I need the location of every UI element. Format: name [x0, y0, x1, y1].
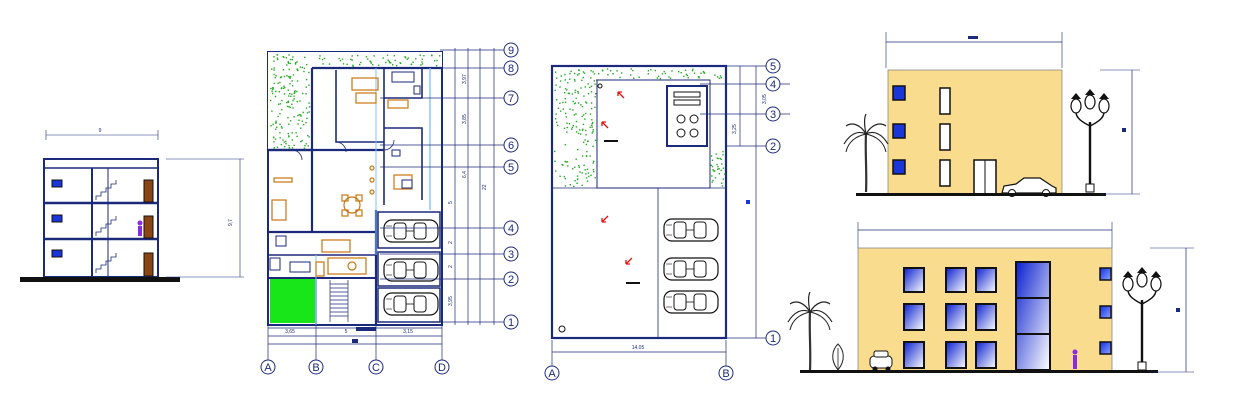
grid-row-4: 4 [503, 220, 519, 236]
car-icon [663, 218, 719, 242]
section-width-label: 9 [99, 128, 102, 134]
grid-row-1: 1 [503, 314, 519, 330]
svg-text:B: B [312, 362, 319, 374]
direction-arrows [601, 91, 633, 265]
palm-tree-icon [786, 290, 834, 372]
parking-bottom-dim: 14,05 [632, 345, 645, 351]
staircase [329, 280, 349, 322]
side-dim-2: 3,85 [462, 114, 468, 124]
bottom-dim-1: 3,65 [285, 329, 295, 335]
grid-row-labels: 5 4 3 2 1 [765, 58, 781, 346]
grid-col-A: A [260, 359, 276, 375]
svg-text:4: 4 [508, 223, 514, 235]
street-lamp-icon [1069, 87, 1111, 194]
garden-area [268, 52, 312, 150]
furniture [271, 77, 413, 277]
svg-text:4: 4 [770, 79, 776, 91]
svg-text:7: 7 [508, 93, 514, 105]
svg-text:3: 3 [770, 109, 776, 121]
svg-text:5: 5 [770, 61, 776, 73]
svg-text:8: 8 [508, 63, 514, 75]
grid-row-7: 7 [503, 90, 519, 106]
person-icon [137, 220, 143, 236]
side-dim-7: 3,95 [448, 296, 454, 306]
svg-text:A: A [548, 368, 556, 380]
side-dim-4: 5 [448, 201, 454, 204]
grid-row-3: 3 [503, 246, 519, 262]
grid-row-5: 5 [503, 159, 519, 175]
car-icon [383, 219, 439, 243]
svg-text:6: 6 [508, 140, 514, 152]
car-icon [663, 257, 719, 281]
car-icon [383, 292, 439, 316]
side-dim-1: 3,97 [462, 74, 468, 84]
svg-text:1: 1 [508, 317, 514, 329]
ground-floor-plan: 9 8 7 6 5 4 3 2 1 A B C D 3,65 5 3,15 3,97 3,85 6,4… [260, 42, 519, 375]
car-icon [383, 258, 439, 282]
section-height-label: 9,7 [228, 219, 234, 226]
grid-col-C: C [368, 359, 384, 375]
car-icon [869, 350, 893, 372]
bottom-dim-3: 3,15 [403, 329, 413, 335]
svg-text:9: 9 [508, 45, 514, 57]
grid-row-3: 3 [765, 106, 781, 122]
grid-col-B: B [308, 359, 324, 375]
grid-col-D: D [434, 359, 450, 375]
grid-row-1: 1 [765, 330, 781, 346]
svg-text:B: B [722, 368, 729, 380]
grid-col-B: B [718, 365, 734, 381]
green-patch [270, 279, 315, 323]
svg-text:2: 2 [770, 141, 776, 153]
palm-tree-icon [842, 112, 890, 194]
side-dim-3: 6,4 [462, 171, 468, 178]
grid-row-4: 4 [765, 76, 781, 92]
garden-dots [270, 54, 441, 149]
side-elevation [842, 32, 1140, 197]
svg-text:2: 2 [508, 274, 514, 286]
grid-row-8: 8 [503, 60, 519, 76]
grid-row-6: 6 [503, 137, 519, 153]
bottom-dim-2: 5 [345, 329, 348, 335]
svg-text:5: 5 [508, 162, 514, 174]
garden-dots [554, 68, 726, 188]
total-dim: 22 [482, 184, 488, 190]
grid-row-2: 2 [503, 271, 519, 287]
street-lamp-icon [1121, 265, 1163, 372]
shrub-icon [832, 343, 844, 371]
door-swings [291, 139, 395, 161]
svg-text:3: 3 [508, 249, 514, 261]
svg-text:C: C [372, 362, 380, 374]
side-dim-5: 2 [448, 241, 454, 244]
grid-row-labels: 9 8 7 6 5 4 3 2 1 [503, 42, 519, 330]
grid-col-labels: A B C D [260, 359, 450, 375]
grid-row-2: 2 [765, 138, 781, 154]
parking-side-dim-2: 3,25 [732, 124, 738, 134]
grid-row-9: 9 [503, 42, 519, 58]
side-dim-6: 2 [448, 265, 454, 268]
svg-text:A: A [264, 362, 272, 374]
building-section: 9 9,7 [20, 128, 244, 282]
bathroom-fixtures [269, 71, 421, 273]
car-icon [663, 290, 719, 314]
svg-text:1: 1 [770, 333, 776, 345]
front-elevation [786, 222, 1194, 373]
person-icon [1072, 349, 1078, 369]
svg-text:D: D [438, 362, 446, 374]
grid-row-5: 5 [765, 58, 781, 74]
parking-side-dim-1: 3,05 [762, 94, 768, 104]
grid-col-A: A [544, 365, 560, 381]
